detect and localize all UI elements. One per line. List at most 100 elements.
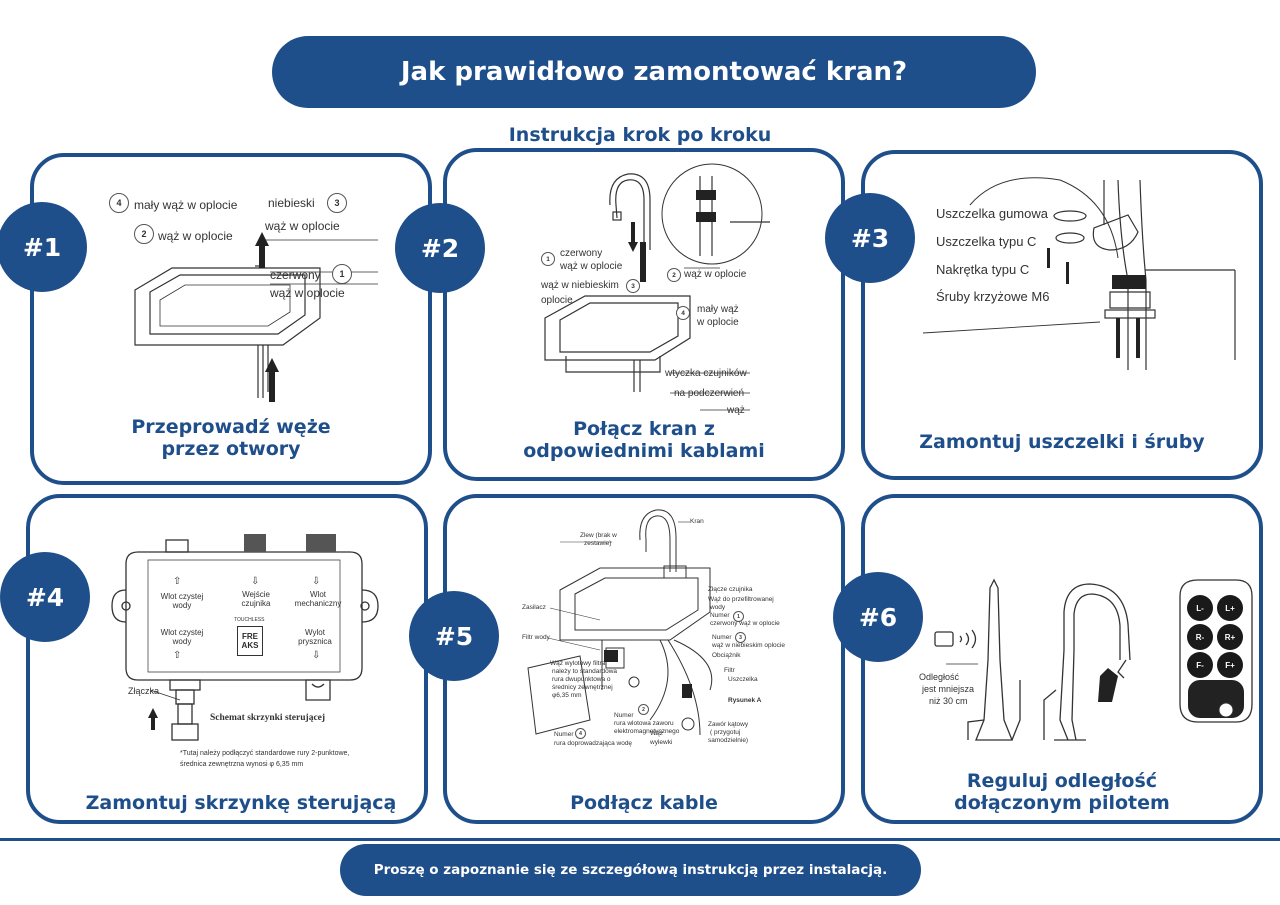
step-5-label-filter-outlet-2: należy to standardowa bbox=[552, 668, 618, 675]
footer-divider bbox=[0, 838, 1280, 841]
step-5-label-angle-valve: Zawór kątowy bbox=[708, 721, 749, 728]
step-3-label-rubber-gasket: Uszczelka gumowa bbox=[936, 206, 1048, 221]
step-2-number-1: 1 bbox=[541, 252, 555, 266]
step-1-caption-line-1: Przeprowadź węże bbox=[131, 416, 331, 438]
step-5-label-blue-hose: wąż w niebieskim oplocie bbox=[712, 642, 785, 649]
step-2-number-3: 3 bbox=[626, 279, 640, 293]
step-4-brand-logo: FRE AKS bbox=[237, 626, 263, 656]
step-5-label-number-b: Numer bbox=[712, 634, 732, 641]
remote-button-l-plus: L+ bbox=[1217, 595, 1243, 621]
step-3-caption-line-1: Zamontuj uszczelki i śruby bbox=[919, 431, 1205, 453]
step-4-brand-line-1: FRE bbox=[242, 632, 258, 641]
step-5-number-2: 2 bbox=[638, 704, 649, 715]
step-6-label-distance: Odległość bbox=[919, 672, 960, 682]
step-2-label-sensor-plug: wtyczka czujników bbox=[665, 368, 747, 379]
step-5-label-number-c: Numer bbox=[614, 712, 634, 719]
step-4-footnote-line-1: *Tutaj należy podłączyć standardowe rury… bbox=[180, 750, 350, 757]
step-3-label-m6-screws: Śruby krzyżowe M6 bbox=[936, 289, 1050, 304]
step-badge-3: #3 bbox=[825, 193, 915, 283]
step-3-label-c-nut: Nakrętka typu C bbox=[936, 262, 1030, 277]
step-4-caption-line-1: Zamontuj skrzynkę sterującą bbox=[85, 792, 397, 814]
step-1-number-1: 1 bbox=[332, 264, 352, 284]
step-5-label-supply-pipe: rura doprowadzająca wodę bbox=[554, 740, 633, 747]
step-4-footnote-line-2: średnica zewnętrzna wynosi φ 6,35 mm bbox=[180, 761, 304, 768]
step-5-label-solenoid-inlet: rura wlotowa zaworu bbox=[614, 720, 674, 727]
step-1-label-red-hose: wąż w oplocie bbox=[270, 286, 345, 300]
step-5-label-filter-outlet-4: średnicy zewnętrznej bbox=[552, 684, 613, 691]
step-5-caption: Podłącz kable bbox=[443, 792, 845, 814]
step-3-label-c-gasket: Uszczelka typu C bbox=[936, 234, 1037, 249]
step-2-caption-line-2: odpowiednimi kablami bbox=[523, 440, 765, 462]
step-6-label-less-than: jest mniejsza bbox=[922, 684, 975, 694]
step-badge-5: #5 bbox=[409, 591, 499, 681]
step-1-label-blue: niebieski bbox=[268, 196, 315, 210]
step-1-label-small-hose: mały wąż w oplocie bbox=[134, 198, 238, 212]
step-5-label-water-filter: Filtr wody bbox=[522, 634, 550, 641]
step-2-label-braid: oplocie bbox=[541, 295, 573, 306]
page-subtitle: Instrukcja krok po kroku bbox=[508, 124, 772, 146]
step-4-label-sensor-input: Wejście czujnika bbox=[241, 590, 271, 608]
step-1-label-red: czerwony bbox=[270, 268, 321, 282]
step-4-arrow-2: ⇩ bbox=[251, 576, 260, 587]
step-2-label-red-hose: wąż w oplocie bbox=[560, 261, 623, 272]
step-4-arrow-1: ⇧ bbox=[173, 576, 182, 587]
step-5-label-number-d: Numer bbox=[554, 731, 574, 738]
step-2-label-small-hose: mały wąż bbox=[697, 304, 739, 315]
step-5-label-filter-outlet-5: φ6,35 mm bbox=[552, 692, 582, 699]
step-1-caption: Przeprowadź węże przez otwory bbox=[30, 416, 432, 460]
step-4-arrow-3: ⇩ bbox=[312, 576, 321, 587]
step-card-3 bbox=[861, 150, 1263, 480]
step-6-caption-line-2: dołączonym pilotem bbox=[954, 792, 1170, 814]
step-5-label-angle-valve-2: ( przygotuj bbox=[710, 729, 741, 736]
step-5-label-angle-valve-3: samodzielnie) bbox=[708, 737, 749, 744]
step-5-label-weight: Obciążnik bbox=[712, 652, 741, 659]
step-2-number-4: 4 bbox=[676, 306, 690, 320]
remote-button-f-plus: F+ bbox=[1217, 652, 1243, 678]
step-3-caption: Zamontuj uszczelki i śruby bbox=[861, 431, 1263, 453]
step-5-label-spout: wylewki bbox=[650, 739, 673, 746]
step-5-number-1: 1 bbox=[733, 611, 744, 622]
step-5-number-3: 3 bbox=[735, 632, 746, 643]
step-4-brand-top: TOUCHLESS bbox=[234, 617, 265, 623]
step-5-label-gasket: Uszczelka bbox=[728, 676, 758, 683]
step-5-label-filter-outlet: Wąż wylotowy filtra bbox=[550, 660, 606, 667]
step-1-label-hose: wąż w oplocie bbox=[158, 229, 233, 243]
step-2-label-hose: wąż w oplocie bbox=[684, 269, 747, 280]
step-2-label-blue-hose: wąż w niebieskim bbox=[541, 280, 619, 291]
step-5-label-hose: Wąż bbox=[650, 730, 663, 737]
step-1-number-2: 2 bbox=[134, 224, 154, 244]
step-2-label-small-hose-braid: w oplocie bbox=[697, 317, 739, 328]
step-4-arrow-5: ⇩ bbox=[312, 650, 321, 661]
step-5-label-red-hose: czerwony wąż w oplocie bbox=[710, 620, 780, 627]
step-1-caption-line-2: przez otwory bbox=[161, 438, 301, 460]
step-4-label-connector: Złączka bbox=[128, 686, 160, 696]
page-title: Jak prawidłowo zamontować kran? bbox=[272, 36, 1036, 108]
remote-button-l-minus: L- bbox=[1187, 595, 1213, 621]
step-5-label-solenoid: elektromagnetycznego bbox=[614, 728, 680, 735]
footer-note: Proszę o zapoznanie się ze szczegółową i… bbox=[340, 844, 921, 896]
step-5-label-figure-a: Rysunek A bbox=[728, 697, 762, 704]
step-2-caption-line-1: Połącz kran z bbox=[573, 418, 715, 440]
step-1-number-4: 4 bbox=[109, 193, 129, 213]
step-5-caption-line-1: Podłącz kable bbox=[570, 792, 718, 814]
step-card-5 bbox=[443, 494, 845, 824]
step-4-label-shower-outlet: Wylot prysznica bbox=[298, 628, 332, 646]
step-5-label-filtered-hose: Wąż do przefiltrowanej bbox=[708, 596, 774, 603]
step-6-label-30cm: niż 30 cm bbox=[929, 696, 968, 706]
step-6-caption-line-1: Reguluj odległość bbox=[966, 770, 1158, 792]
step-4-label-schema: Schemat skrzynki sterującej bbox=[210, 713, 326, 723]
step-badge-6: #6 bbox=[833, 572, 923, 662]
step-4-brand-line-2: AKS bbox=[241, 641, 259, 650]
step-2-label-red: czerwony bbox=[560, 248, 603, 259]
step-5-label-power: Zasilacz bbox=[522, 604, 546, 611]
step-5-label-sink: Zlew (brak w bbox=[580, 532, 617, 539]
step-5-label-number-a: Numer bbox=[710, 612, 730, 619]
step-5-label-filter: Filtr bbox=[724, 667, 735, 674]
step-badge-1: #1 bbox=[0, 202, 87, 292]
step-2-label-hose-end: wąż bbox=[727, 405, 745, 416]
step-4-label-clean-water-outlet: Wlot czystej wody bbox=[160, 628, 204, 646]
